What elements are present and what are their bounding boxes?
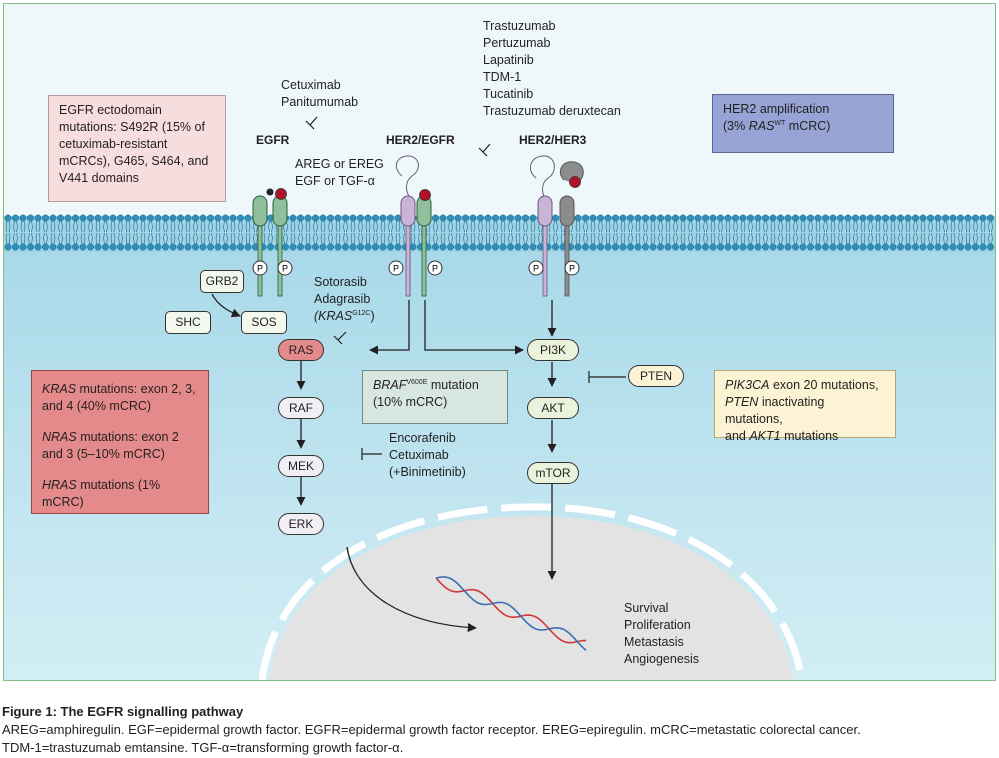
egfr-pathway-figure: P P P P P P EGFR HER2/EGFR HER2/HER3 Cetuxima… (3, 3, 996, 681)
akt1-line: and AKT1 mutations (725, 429, 839, 443)
drug-sotorasib: Sotorasib (314, 275, 367, 289)
her2-egfr-label: HER2/EGFR (386, 133, 455, 147)
phospho-label: P (257, 264, 263, 274)
ras-mutations-box: KRAS mutations: exon 2, 3, and 4 (40% mC… (31, 370, 209, 514)
drug-cetuximab: Cetuximab (281, 78, 341, 92)
phospho-label: P (569, 264, 575, 274)
drug-lapatinib: Lapatinib (483, 53, 534, 67)
her2-amplification-box: HER2 amplification (3% RASWT mCRC) (712, 94, 894, 153)
hras-line: HRAS mutations (1% mCRC) (42, 478, 161, 509)
caption-line-2: TDM-1=trastuzumab emtansine. TGF-α=trans… (2, 740, 404, 755)
braf-mutation-box: BRAFV600E mutation (10% mCRC) (362, 370, 508, 424)
her2-her3-receptor (529, 155, 584, 297)
drug-encorafenib: Encorafenib (389, 431, 456, 445)
kras-inhibitor-list: Sotorasib Adagrasib (KRASG12C) (314, 274, 375, 325)
drug-tdm1: TDM-1 (483, 70, 522, 84)
outcome-proliferation: Proliferation (624, 618, 691, 632)
drug-pertuzumab: Pertuzumab (483, 36, 551, 50)
braf-line-2: (10% mCRC) (373, 395, 448, 409)
kras-g12c-target: (KRASG12C) (314, 309, 375, 323)
egfr-ectodomain-mutations-box: EGFR ectodomain mutations: S492R (15% of… (48, 95, 226, 202)
pten-mutation-line: PTEN inactivating mutations, (725, 395, 825, 426)
phospho-site (564, 260, 580, 276)
phospho-site (388, 260, 404, 276)
outcome-metastasis: Metastasis (624, 635, 684, 649)
drug-cetuximab-combo: Cetuximab (389, 448, 449, 462)
nras-line-2: and 3 (5–10% mCRC) (42, 447, 165, 461)
phospho-site (528, 260, 544, 276)
caption-line-1: AREG=amphiregulin. EGF=epidermal growth … (2, 722, 861, 737)
phospho-label: P (282, 264, 288, 274)
signalling-arrows (211, 293, 557, 633)
cell-membrane (4, 214, 995, 252)
grb2-node: GRB2 (200, 270, 244, 293)
drug-tucatinib: Tucatinib (483, 87, 534, 101)
caption-title: Figure 1: The EGFR signalling pathway (2, 704, 244, 719)
ectodomain-line-1: EGFR ectodomain (59, 103, 162, 117)
ectodomain-line-2: mutations: S492R (15% of (59, 120, 205, 134)
ligand-areg-ereg: AREG or EREG (295, 157, 384, 171)
nras-line-1: NRAS mutations: exon 2 (42, 430, 179, 444)
ectodomain-line-4: mCRCs), G465, S464, and (59, 154, 209, 168)
inhibitor-symbols (305, 116, 626, 460)
pten-node: PTEN (628, 365, 684, 387)
mek-node: MEK (278, 455, 324, 477)
egfr-antibody-list: Cetuximab Panitumumab (281, 77, 358, 111)
her2-egfr-receptor (395, 155, 432, 297)
her2-amp-line-1: HER2 amplification (723, 102, 830, 116)
erk-node: ERK (278, 513, 324, 535)
mtor-node: mTOR (527, 462, 579, 484)
pi3k-node: PI3K (527, 339, 579, 361)
phospho-site (277, 260, 293, 276)
ectodomain-line-5: V441 domains (59, 171, 139, 185)
dna-helix (435, 576, 587, 651)
phospho-site (252, 260, 268, 276)
nucleus (258, 503, 806, 680)
ras-node: RAS (278, 339, 324, 361)
kras-line-1: KRAS mutations: exon 2, 3, (42, 382, 196, 396)
kras-line-2: and 4 (40% mCRC) (42, 399, 152, 413)
phospho-label: P (393, 264, 399, 274)
shc-node: SHC (165, 311, 211, 334)
her2-her3-label: HER2/HER3 (519, 133, 587, 147)
drug-adagrasib: Adagrasib (314, 292, 371, 306)
raf-node: RAF (278, 397, 324, 419)
drug-panitumumab: Panitumumab (281, 95, 359, 109)
her2-drug-list: Trastuzumab Pertuzumab Lapatinib TDM-1 T… (483, 18, 621, 120)
pik3ca-line: PIK3CA exon 20 mutations, (725, 378, 879, 392)
outcome-survival: Survival (624, 601, 669, 615)
phospho-site (427, 260, 443, 276)
egfr-label: EGFR (256, 133, 290, 147)
ligand-list: AREG or EREG EGF or TGF-α (295, 156, 384, 190)
phospho-label: P (432, 264, 438, 274)
pik3ca-mutations-box: PIK3CA exon 20 mutations, PTEN inactivat… (714, 370, 896, 443)
cellular-outcomes-list: Survival Proliferation Metastasis Angiog… (624, 600, 699, 668)
braf-drug-list: Encorafenib Cetuximab (+Binimetinib) (389, 430, 466, 481)
figure-caption: Figure 1: The EGFR signalling pathway AR… (2, 703, 992, 757)
drug-trastuzumab: Trastuzumab (483, 19, 556, 33)
drug-trastuzumab-deruxtecan: Trastuzumab deruxtecan (483, 104, 621, 118)
ectodomain-line-3: cetuximab-resistant (59, 137, 168, 151)
her2-amp-line-2: (3% RASWT mCRC) (723, 119, 831, 133)
outcome-angiogenesis: Angiogenesis (624, 652, 700, 666)
ligand-egf-tgfa: EGF or TGF-α (295, 174, 375, 188)
drug-binimetinib: (+Binimetinib) (389, 465, 466, 479)
sos-node: SOS (241, 311, 287, 334)
akt-node: AKT (527, 397, 579, 419)
braf-line-1: BRAFV600E mutation (373, 378, 479, 392)
phospho-label: P (533, 264, 539, 274)
